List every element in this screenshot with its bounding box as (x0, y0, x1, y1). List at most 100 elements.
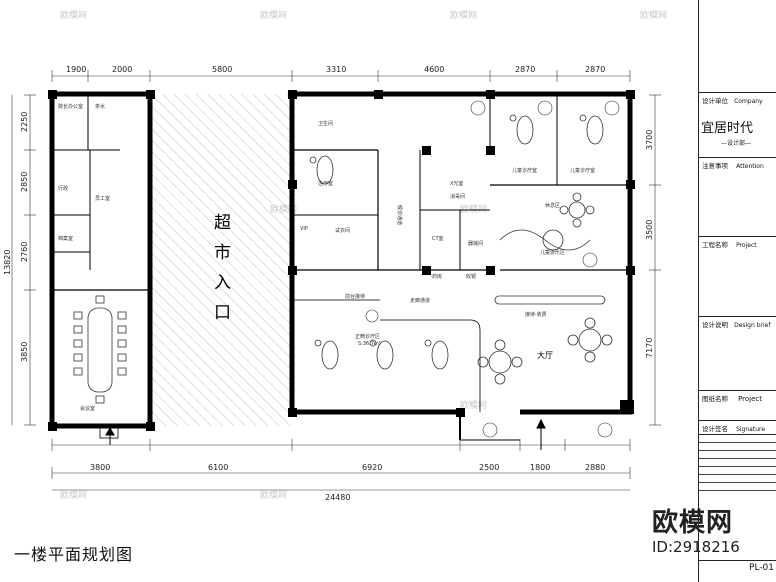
brief-label: 设计说明 (702, 321, 728, 329)
dim-top-6: 2870 (515, 65, 535, 74)
dim-left-1: 2250 (20, 112, 29, 132)
structural-columns (48, 90, 635, 431)
dim-left-4: 3850 (20, 342, 29, 362)
project-label: 工程名称 (702, 241, 728, 249)
room-label-play: 儿童游乐区 (540, 249, 565, 256)
design-unit-label: 设计单位 (702, 97, 728, 105)
dim-bottom-2: 6100 (208, 463, 228, 472)
dim-overall: 24480 (325, 493, 350, 502)
room-label-ortho: 正畸诊疗区 (355, 333, 380, 340)
entrance-arrows (105, 418, 546, 450)
room-label-fitting: 试衣间 (335, 227, 350, 234)
company-department: —设计部— (721, 140, 752, 147)
dim-bottom-3: 6920 (362, 463, 382, 472)
signature-label: 设计签名 (702, 425, 728, 433)
dim-top-3: 5800 (212, 65, 232, 74)
watermark: 欧模网 (260, 9, 287, 21)
watermark: 欧模网 (450, 9, 477, 21)
room-label-pharmacy: 药房 (432, 273, 442, 280)
room-label-staff: 员工室 (95, 195, 110, 202)
notes-label: 注意事项 (702, 162, 728, 170)
title-block: 设计单位 Company 宜居时代 —设计部— 注意事项 Attention 工… (698, 0, 776, 582)
floor-plan-drawing: 欧模网 欧模网 欧模网 欧模网 欧模网 欧模网 欧模网 欧模网 欧模网 1900… (3, 9, 667, 502)
entrance-char-4: 口 (214, 303, 231, 323)
room-label-waiting-corridor: 候诊通道 (396, 205, 403, 225)
entrance-char-1: 超 (214, 213, 231, 233)
notes-value: Attention (736, 163, 764, 170)
dim-bottom-1: 3800 (90, 463, 110, 472)
room-label-meeting: 会议室 (80, 405, 95, 412)
entrance-hatch (152, 94, 290, 426)
conference-table (73, 295, 127, 404)
top-dimension-chain (51, 70, 631, 82)
left-wing-walls (49, 91, 153, 429)
entrance-char-2: 市 (214, 243, 231, 263)
room-label-xray: X光室 (450, 180, 463, 187)
dim-left-total: 13820 (3, 250, 12, 275)
dim-left-2: 2850 (20, 172, 29, 192)
room-label-ortho-area: S:36.7m² (358, 341, 381, 347)
drawing-title: 一楼平面规划图 (14, 545, 134, 564)
room-label-office: 院长办公室 (58, 103, 83, 110)
design-unit-value: Company (734, 98, 763, 105)
room-label-clinic-b: 儿童诊疗室 (570, 167, 595, 174)
room-label-cashier: 收银 (466, 273, 476, 280)
drawing-name-row: 图纸名称 Project (699, 390, 776, 406)
room-label-front-desk: 前台接待 (345, 293, 365, 300)
room-label-admin: 行政 (58, 185, 68, 192)
signature-value: Signature (736, 426, 766, 433)
main-block-walls (289, 91, 633, 441)
room-label-sterile: 消毒间 (450, 193, 465, 200)
room-label-vip: VIP (300, 226, 308, 232)
dim-top-4: 3310 (326, 65, 346, 74)
notes-row: 注意事项 Attention (699, 157, 776, 175)
room-label-rest: 休息区 (545, 202, 560, 209)
dim-top-5: 4600 (424, 65, 444, 74)
dim-top-1: 1900 (66, 65, 86, 74)
company-name: 宜居时代 (701, 121, 754, 136)
dim-bottom-6: 2880 (585, 463, 605, 472)
room-label-hall: 大厅 (537, 350, 553, 360)
room-label-storage: 器械间 (468, 240, 483, 247)
dental-chair-group (309, 114, 604, 370)
dim-top-7: 2870 (585, 65, 605, 74)
dim-top-2: 2000 (112, 65, 132, 74)
signature-grid (699, 434, 776, 496)
room-label-pantry: 茶水 (95, 103, 105, 110)
left-wing-door (99, 425, 119, 439)
brief-row: 设计说明 Design brief (699, 316, 776, 334)
watermark: 欧模网 (60, 489, 87, 501)
dim-right-3: 7170 (645, 338, 654, 358)
brand-stamp: 欧模网 (652, 508, 734, 538)
dim-left-3: 2760 (20, 242, 29, 262)
waiting-seating (477, 192, 613, 385)
room-label-treatment: 治疗室 (318, 180, 333, 187)
entrance-char-3: 入 (214, 273, 231, 293)
sheet-number-row: PL-01 (699, 560, 776, 582)
dim-bottom-4: 2500 (479, 463, 499, 472)
right-dimension-chain (649, 94, 661, 426)
dim-right-1: 3700 (645, 130, 654, 150)
watermark: 欧模网 (260, 489, 287, 501)
drawing-name-label: 图纸名称 (702, 395, 728, 403)
stamp-id: ID:2918216 (652, 538, 740, 556)
room-label-clinic-a: 儿童诊疗室 (512, 167, 537, 174)
room-label-corridor: 走廊通道 (410, 297, 430, 304)
bottom-dimension-chain (51, 439, 631, 479)
project-row: 工程名称 Project (699, 236, 776, 254)
watermark: 欧模网 (60, 9, 87, 21)
brief-value: Design brief (734, 322, 771, 329)
room-label-reception: 接待·收费 (525, 311, 547, 318)
dim-right-2: 3500 (645, 220, 654, 240)
watermark-layer: 欧模网 欧模网 欧模网 欧模网 欧模网 欧模网 欧模网 欧模网 欧模网 (60, 9, 667, 501)
sheet-number: PL-01 (749, 563, 774, 573)
watermark: 欧模网 (460, 203, 487, 215)
design-unit-row: 设计单位 Company (699, 92, 776, 112)
drawing-name-value: Project (738, 395, 763, 403)
room-label-records: 档案室 (58, 235, 73, 242)
signature-row: 设计签名 Signature (699, 420, 776, 434)
room-label-ct: CT室 (432, 235, 444, 242)
watermark: 欧模网 (640, 9, 667, 21)
room-label-toilet: 卫生间 (318, 120, 333, 127)
dim-bottom-5: 1800 (530, 463, 550, 472)
